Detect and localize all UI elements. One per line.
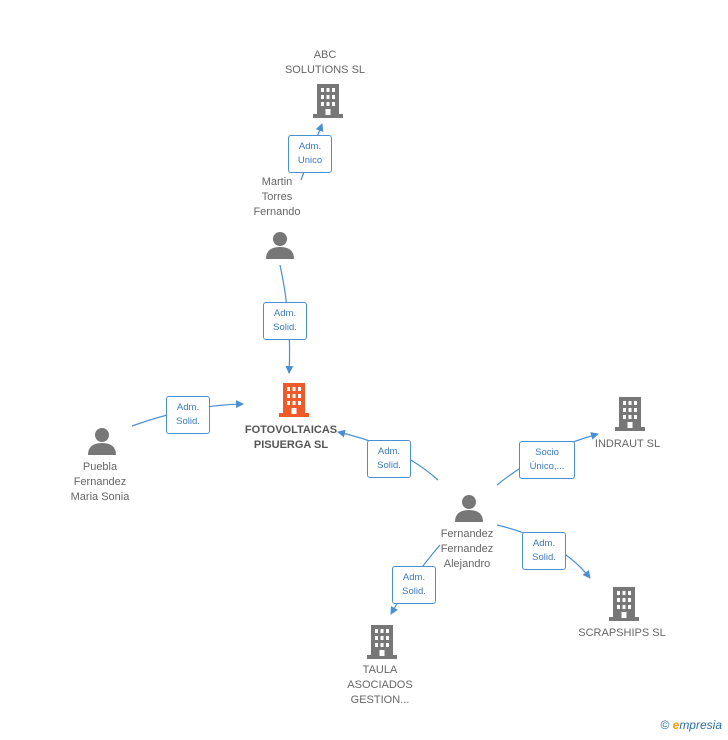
footer-brand[interactable]: © empresia bbox=[660, 718, 722, 732]
node-label-puebla[interactable]: Puebla Fernandez Maria Sonia bbox=[70, 461, 130, 503]
node-label-martin[interactable]: Martin Torres Fernando bbox=[253, 176, 301, 218]
node-label-abc[interactable]: ABC SOLUTIONS SL bbox=[284, 49, 366, 76]
edge-label-fernandez-scrapships[interactable]: Adm. Solid. bbox=[522, 532, 566, 570]
node-label-taula[interactable]: TAULA ASOCIADOS GESTION... bbox=[347, 664, 413, 706]
edge-label-fernandez-indraut[interactable]: Socio Único,... bbox=[519, 441, 575, 479]
brand-logo-text: mpresia bbox=[679, 718, 722, 732]
node-label-fernandez[interactable]: Fernandez Fernandez Alejandro bbox=[440, 528, 494, 570]
brand-logo-initial: e bbox=[672, 718, 680, 732]
building-icon-abc[interactable] bbox=[313, 84, 343, 118]
edge-label-martin-abc[interactable]: Adm. Unico bbox=[288, 135, 332, 173]
copyright-symbol: © bbox=[660, 718, 670, 732]
edge-label-puebla-main[interactable]: Adm. Solid. bbox=[166, 396, 210, 434]
person-icon-fernandez[interactable] bbox=[455, 494, 483, 522]
edge-label-fernandez-main[interactable]: Adm. Solid. bbox=[367, 440, 411, 478]
person-icon-puebla[interactable] bbox=[88, 427, 116, 455]
building-icon-scrapships[interactable] bbox=[609, 587, 639, 621]
edge-label-martin-main[interactable]: Adm. Solid. bbox=[263, 302, 307, 340]
node-label-scrapships[interactable]: SCRAPSHIPS SL bbox=[578, 627, 666, 639]
node-label-main[interactable]: FOTOVOLTAICAS PISUERGA SL bbox=[244, 424, 338, 451]
person-icon-martin[interactable] bbox=[266, 231, 294, 259]
edge-label-fernandez-taula[interactable]: Adm. Solid. bbox=[392, 566, 436, 604]
node-label-indraut[interactable]: INDRAUT SL bbox=[594, 438, 661, 450]
building-icon-taula[interactable] bbox=[367, 625, 397, 659]
building-icon-main[interactable] bbox=[279, 383, 309, 417]
building-icon-indraut[interactable] bbox=[615, 397, 645, 431]
